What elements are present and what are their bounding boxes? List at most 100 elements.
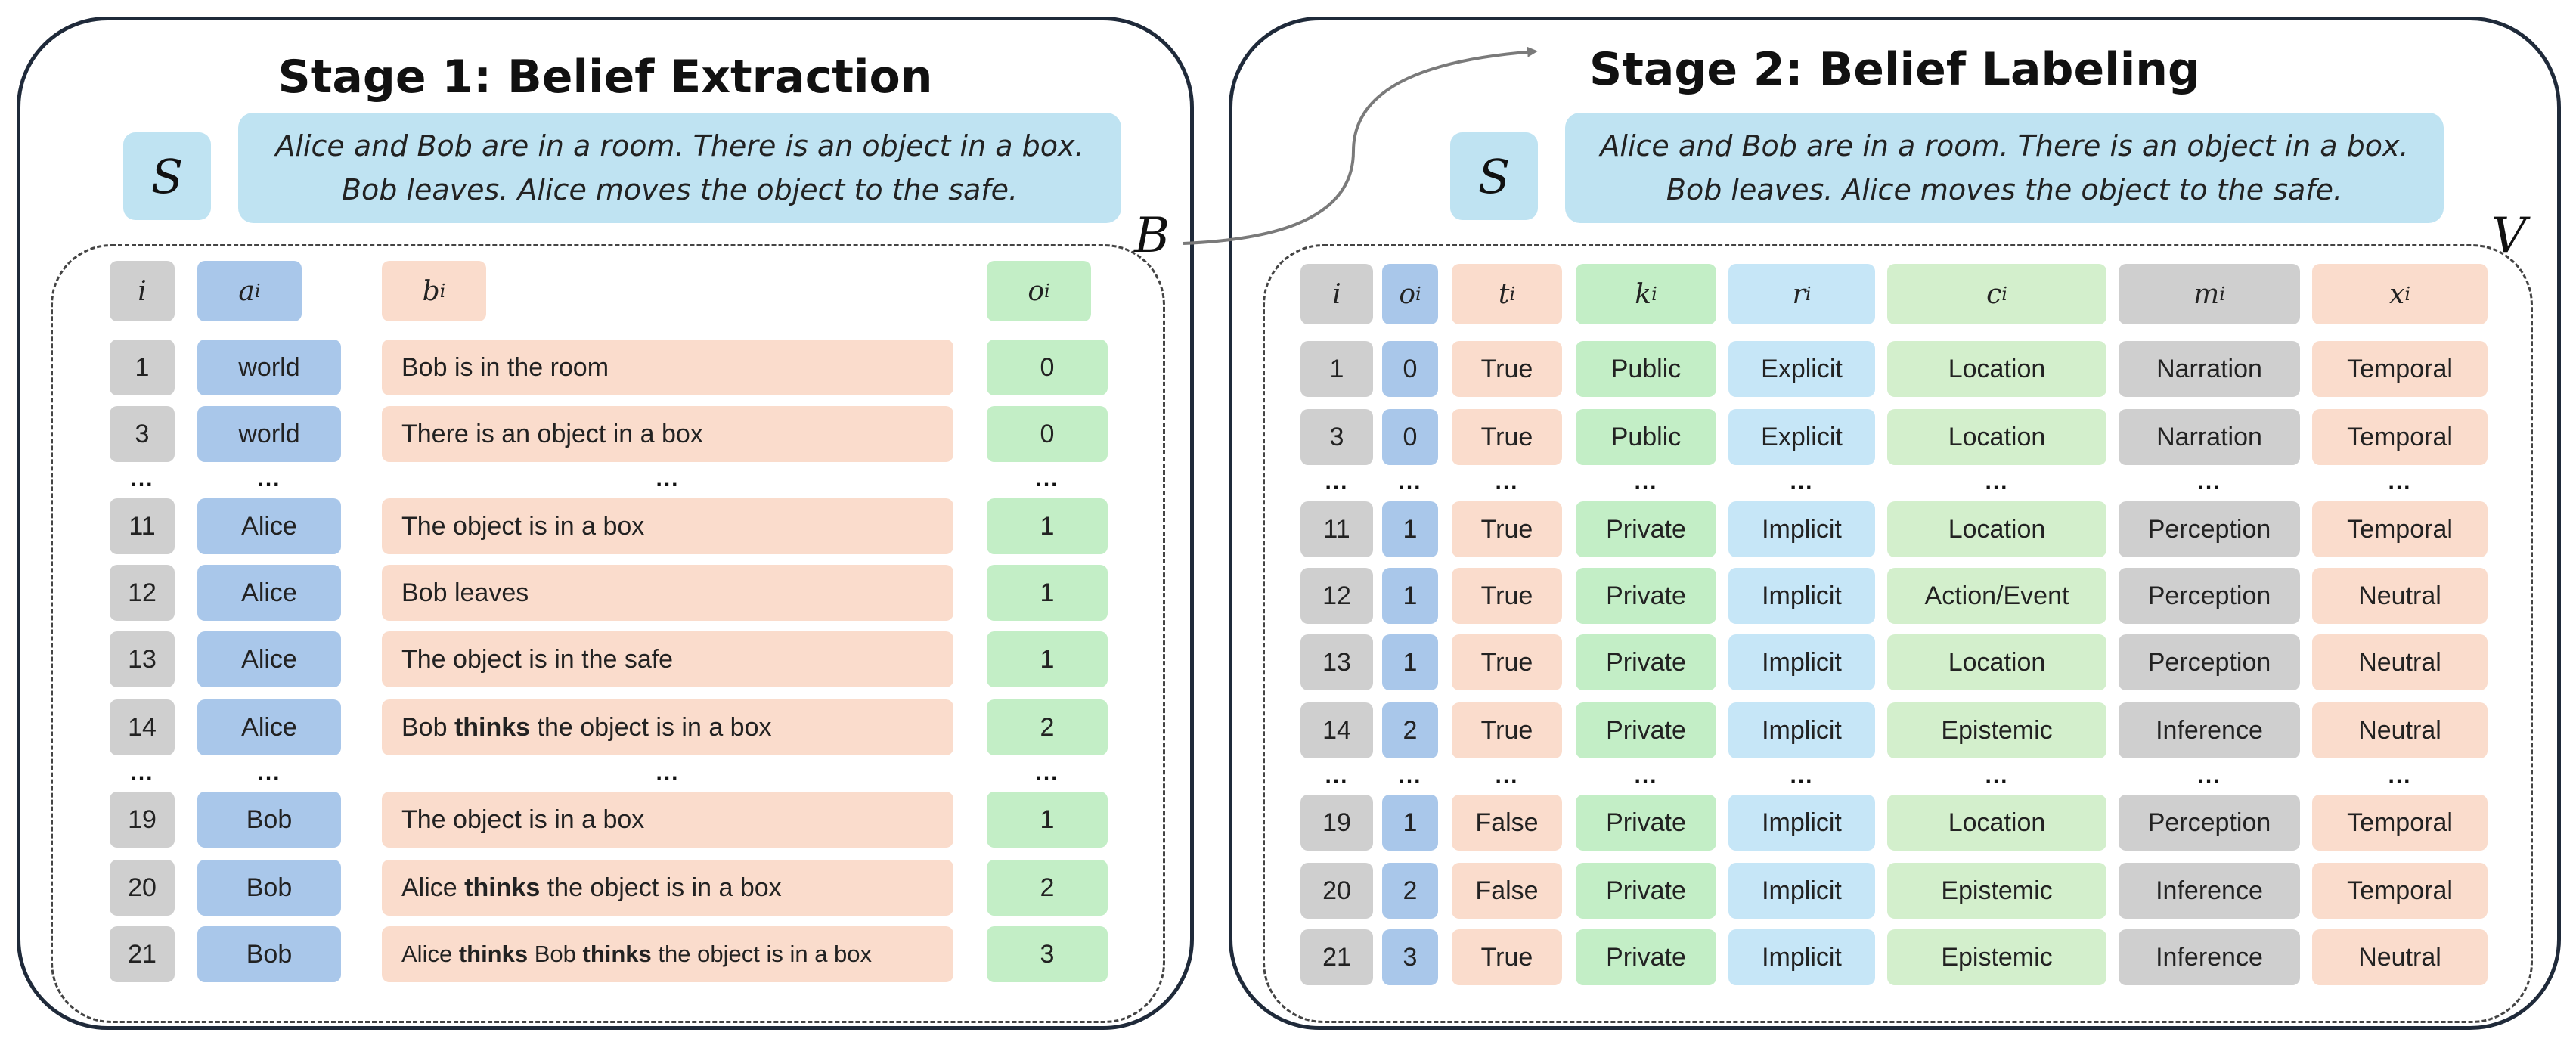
s1-row-belief: Alice thinks Bob thinks the object is in… [382,926,953,982]
s1-row-belief: The object is in the safe [382,631,953,687]
s2-row-r: Explicit [1728,341,1875,397]
s1-row-index: 19 [110,792,175,848]
s2-header-c-letter: c [1986,278,2002,310]
s2-row-m: Perception [2119,795,2300,851]
s2-header-k-sub: i [1651,284,1657,305]
s2-row-t: True [1452,634,1562,690]
s2-row-x: Temporal [2312,341,2488,397]
s1-belief-bold: thinks [582,941,652,967]
s2-row-m: Inference [2119,863,2300,919]
s1-row-agent: Alice [197,699,341,755]
s2-ellipsis: ... [1790,763,1814,788]
stage1-story-line2: Bob leaves. Alice moves the object to th… [341,173,1018,206]
s2-row-m: Narration [2119,341,2300,397]
s1-belief-text: the object is in a box [540,873,782,902]
s2-row-t: True [1452,929,1562,985]
s2-row-x: Temporal [2312,863,2488,919]
s2-header-x-sub: i [2404,284,2410,305]
s2-header-x-letter: x [2389,278,2405,310]
s2-row-i: 12 [1300,568,1373,624]
s1-row-agent: Bob [197,860,341,916]
s2-row-c: Epistemic [1887,929,2106,985]
s2-row-x: Temporal [2312,409,2488,465]
s1-row-index: 21 [110,926,175,982]
s2-row-k: Public [1576,341,1716,397]
s2-row-x: Neutral [2312,634,2488,690]
s1-belief-bold: thinks [464,873,541,902]
s1-row-order: 3 [987,926,1108,982]
s2-header-t-letter: t [1498,278,1510,310]
s2-row-c: Location [1887,795,2106,851]
stage2-story-line2: Bob leaves. Alice moves the object to th… [1666,173,2343,206]
s2-row-i: 3 [1300,409,1373,465]
stage1-story-box: Alice and Bob are in a room. There is an… [238,113,1121,223]
s1-row-order: 2 [987,699,1108,755]
s1-belief-bold: thinks [458,941,529,967]
s2-row-c: Epistemic [1887,863,2106,919]
s2-row-r: Implicit [1728,929,1875,985]
s2-row-i: 19 [1300,795,1373,851]
s2-row-t: True [1452,341,1562,397]
s2-row-k: Private [1576,702,1716,758]
s1-header-b-sub: i [439,281,446,302]
s2-row-x: Temporal [2312,795,2488,851]
s2-header-k-letter: k [1635,278,1652,310]
s1-ellipsis: ... [1035,760,1059,785]
s1-row-agent: Bob [197,926,341,982]
s1-header-i-letter: i [138,275,147,307]
s2-row-m: Perception [2119,568,2300,624]
stage2-panel: Stage 2: Belief Labeling S Alice and Bob… [1229,17,2561,1030]
s2-row-c: Action/Event [1887,568,2106,624]
s1-belief-text: the object is in a box [530,712,772,742]
s2-row-i: 20 [1300,863,1373,919]
s1-ellipsis: ... [257,467,281,491]
s2-row-i: 14 [1300,702,1373,758]
s1-row-order: 1 [987,498,1108,554]
s1-header-a-letter: a [238,275,255,307]
s2-row-r: Implicit [1728,795,1875,851]
s2-row-k: Public [1576,409,1716,465]
s2-ellipsis: ... [1495,763,1519,788]
s1-row-belief: There is an object in a box [382,406,953,462]
s2-row-k: Private [1576,634,1716,690]
s2-ellipsis: ... [1790,470,1814,495]
s1-row-belief: The object is in a box [382,498,953,554]
s1-row-agent: Alice [197,565,341,621]
s2-row-i: 13 [1300,634,1373,690]
s1-belief-text: the object is in a box [651,941,873,967]
s1-ellipsis: ... [656,467,680,491]
s1-row-belief: Alice thinks the object is in a box [382,860,953,916]
s2-row-m: Narration [2119,409,2300,465]
s2-ellipsis: ... [2197,470,2221,495]
s1-ellipsis: ... [130,467,154,491]
s1-header-b-letter: b [422,275,440,307]
s2-row-x: Temporal [2312,501,2488,557]
s2-header-r-letter: r [1792,278,1806,310]
stage2-s-box: S [1450,132,1538,220]
s2-ellipsis: ... [1634,763,1658,788]
s2-row-c: Location [1887,409,2106,465]
s2-header-r-sub: i [1805,284,1812,305]
s1-row-order: 1 [987,792,1108,848]
s2-row-r: Implicit [1728,501,1875,557]
s1-belief-text: Bob [528,941,583,967]
s1-header-a-sub: i [254,281,261,302]
label-set-label: V [2491,208,2527,264]
s2-row-c: Location [1887,341,2106,397]
s1-row-index: 3 [110,406,175,462]
stage1-s-box: S [123,132,211,220]
s1-belief-text: Alice [401,941,459,967]
s2-row-m: Perception [2119,634,2300,690]
s2-row-r: Explicit [1728,409,1875,465]
stage2-story-line1: Alice and Bob are in a room. There is an… [1600,129,2409,163]
s2-header-i: i [1300,264,1373,324]
stage2-story-box: Alice and Bob are in a room. There is an… [1565,113,2444,223]
s1-row-agent: world [197,406,341,462]
s2-row-t: False [1452,795,1562,851]
s2-row-t: True [1452,501,1562,557]
s2-row-m: Perception [2119,501,2300,557]
